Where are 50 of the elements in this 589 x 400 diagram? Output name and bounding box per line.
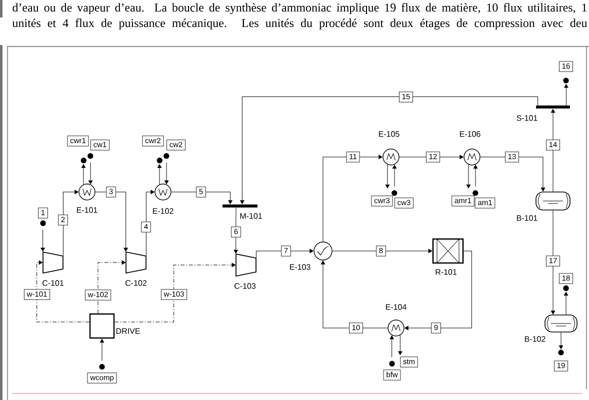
flow-arrow — [385, 164, 390, 188]
dashed-arrow — [114, 262, 236, 322]
equipment-label: E-105 — [379, 131, 400, 137]
equipment-label: C-102 — [126, 280, 146, 286]
flow-arrow — [480, 156, 546, 192]
flow-arrow — [157, 164, 162, 185]
flow-arrow — [392, 164, 397, 187]
flow-arrow — [95, 192, 128, 252]
flow-arrow — [473, 164, 478, 187]
equipment-label: R-101 — [436, 269, 456, 275]
dashed-arrow — [36, 260, 90, 322]
equipment-label: E-103 — [290, 264, 310, 270]
text-line: unités et 4 flux de puissance mécanique. Les unités du procédé sont deux étages de compression avec deu — [12, 18, 588, 30]
flow-arrow — [164, 162, 169, 184]
equipment-label: E-101 — [77, 207, 98, 213]
flow-arrow — [466, 164, 471, 188]
flow-arrow — [62, 190, 78, 256]
flow-arrow — [40, 230, 45, 252]
flow-arrow — [146, 190, 154, 256]
flow-arrow — [100, 338, 104, 361]
text-line: d’eau ou de vapeur d’eau. La boucle de synthèse d’ammoniac implique 19 flux de matière, 10 flux utilitaires, 1 — [12, 3, 587, 14]
equipment-label: S-101 — [516, 115, 538, 121]
flow-arrow — [88, 162, 93, 184]
flow-arrow — [332, 248, 432, 254]
equipment-label: DRIVE — [116, 328, 140, 334]
equipment-label: C-103 — [234, 283, 256, 289]
equipment-label: B-102 — [525, 336, 546, 342]
flow-arrow — [550, 210, 556, 314]
flow-arrow — [564, 292, 568, 315]
flow-arrow — [550, 108, 556, 192]
flow-arrow — [404, 250, 472, 330]
equipment-label: M-101 — [240, 213, 262, 219]
dashed-arrow — [98, 260, 126, 314]
equipment-label: E-102 — [153, 208, 174, 214]
flow-arrow — [322, 154, 382, 242]
flow-arrow — [564, 84, 568, 106]
equipment-label: B-101 — [517, 215, 538, 221]
flow-arrow — [234, 207, 238, 254]
flow-arrow — [81, 164, 86, 185]
equipment-label: E-106 — [460, 131, 480, 137]
equipment-label: E-104 — [386, 304, 406, 310]
flow-arrow — [399, 154, 464, 160]
flow-arrow — [390, 336, 394, 358]
flow-arrow — [240, 96, 538, 204]
flow-arrow — [558, 332, 564, 350]
flow-arrow — [320, 260, 388, 328]
flow-arrow — [398, 334, 402, 355]
equipment-label: C-101 — [42, 280, 64, 286]
flow-arrow — [171, 192, 232, 204]
flow-arrow — [256, 248, 314, 258]
